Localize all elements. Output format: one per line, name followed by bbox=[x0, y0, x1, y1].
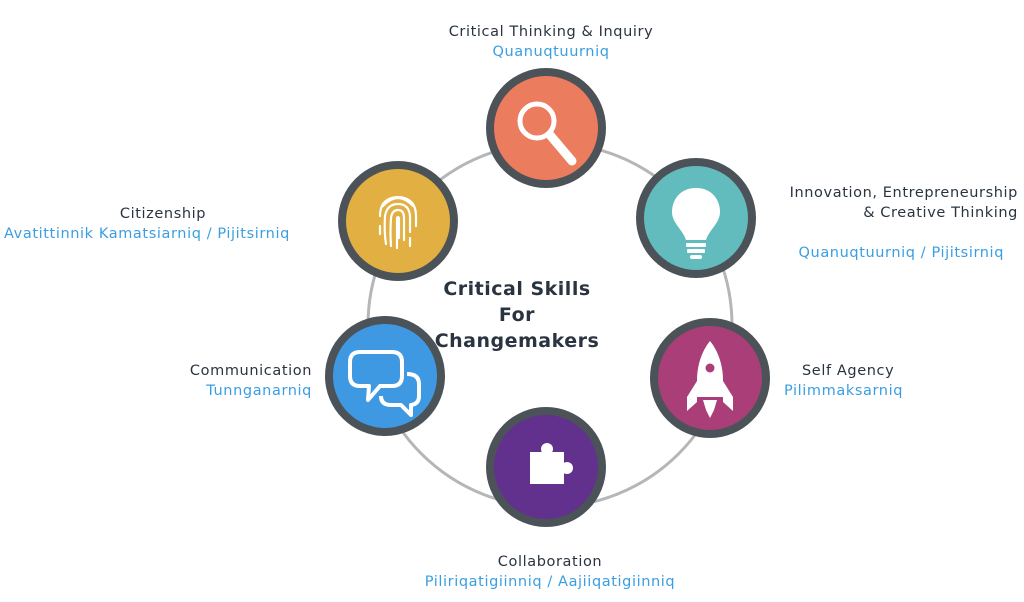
label-critical-thinking: Critical Thinking & Inquiry Quanuqtuurni… bbox=[436, 22, 666, 62]
self-agency-title: Self Agency bbox=[802, 363, 895, 379]
innovation-subtitle: Quanuqtuurniq / Pijitsirniq bbox=[798, 245, 1004, 261]
center-title: Critical Skills For Changemakers bbox=[417, 276, 617, 354]
innovation-title-line-2: & Creative Thinking bbox=[863, 205, 1018, 221]
communication-title: Communication bbox=[189, 363, 312, 379]
center-title-line-1: Critical Skills bbox=[443, 278, 591, 300]
lightbulb-icon bbox=[672, 188, 720, 259]
fingerprint-icon bbox=[378, 195, 418, 250]
node-innovation bbox=[636, 158, 756, 278]
node-critical-thinking bbox=[486, 68, 606, 188]
node-collaboration bbox=[486, 407, 606, 527]
citizenship-subtitle: Avatittinnik Kamatsiarniq / Pijitsirniq bbox=[4, 226, 290, 242]
label-collaboration: Collaboration Piliriqatigiinniq / Aajiiq… bbox=[382, 552, 718, 592]
label-citizenship: Citizenship Avatittinnik Kamatsiarniq / … bbox=[4, 204, 322, 244]
self-agency-subtitle: Pilimmaksarniq bbox=[784, 383, 904, 399]
center-title-line-2: For Changemakers bbox=[434, 304, 600, 352]
node-citizenship bbox=[338, 161, 458, 281]
label-communication: Communication Tunnganarniq bbox=[150, 361, 312, 401]
critical-thinking-title: Critical Thinking & Inquiry bbox=[448, 24, 654, 40]
magnifier-icon bbox=[517, 101, 577, 166]
innovation-title-line-1: Innovation, Entrepreneurship bbox=[789, 185, 1018, 201]
node-communication bbox=[325, 316, 445, 436]
critical-thinking-subtitle: Quanuqtuurniq bbox=[492, 44, 610, 60]
collaboration-title: Collaboration bbox=[497, 554, 603, 570]
node-self-agency bbox=[650, 318, 770, 438]
label-innovation: Innovation, Entrepreneurship & Creative … bbox=[766, 183, 1018, 263]
collaboration-subtitle: Piliriqatigiinniq / Aajiiqatigiinniq bbox=[424, 574, 676, 590]
puzzle-piece-icon bbox=[530, 443, 573, 484]
speech-bubbles-icon bbox=[348, 350, 421, 417]
label-self-agency: Self Agency Pilimmaksarniq bbox=[784, 361, 934, 401]
communication-subtitle: Tunnganarniq bbox=[206, 383, 312, 399]
citizenship-title: Citizenship bbox=[119, 206, 207, 222]
